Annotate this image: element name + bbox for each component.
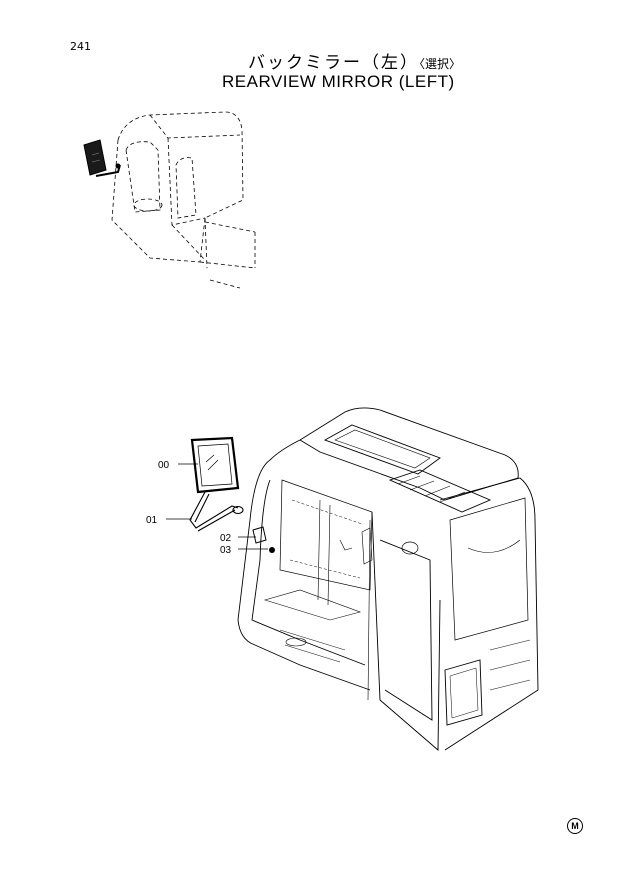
title-japanese-text: バックミラー（左）: [248, 53, 419, 73]
mirror-assembly: [189, 436, 275, 553]
title-japanese: バックミラー（左）〈選択〉: [248, 48, 461, 73]
callout-labels: 00 01 02 03: [146, 460, 232, 556]
stay-part-01: [189, 491, 244, 532]
corner-mark: M: [567, 818, 583, 834]
page-number: 241: [70, 40, 91, 53]
overview-mirror: [83, 139, 121, 177]
title-english: REARVIEW MIRROR (LEFT): [222, 72, 455, 91]
bolt-part-03: [269, 547, 275, 553]
title-japanese-note: 〈選択〉: [419, 57, 462, 71]
mirror-part-00: [190, 436, 240, 494]
callout-00: 00: [158, 460, 170, 471]
callout-03: 03: [220, 545, 232, 556]
main-cab: [237, 407, 539, 751]
callout-02: 02: [220, 533, 232, 544]
bracket-part-02: [252, 526, 267, 544]
callout-leaders: [166, 463, 268, 550]
callout-01: 01: [146, 515, 158, 526]
overview-cab: [111, 111, 256, 289]
